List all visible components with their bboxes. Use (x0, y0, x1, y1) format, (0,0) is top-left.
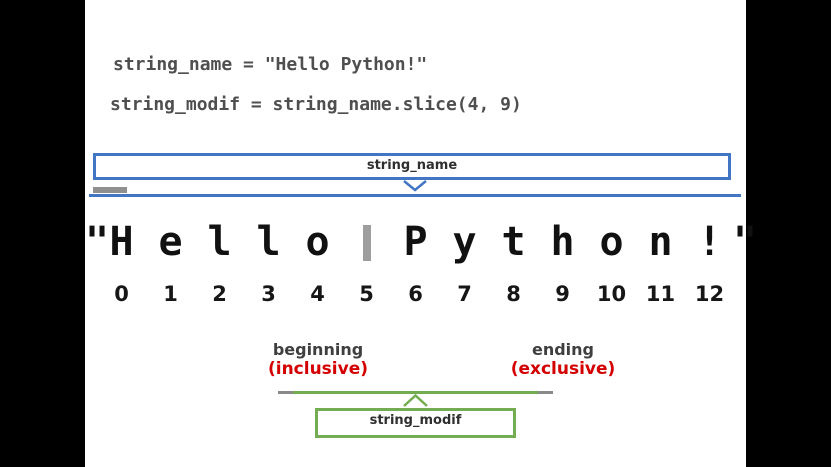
char-cell: t (501, 219, 526, 265)
index-cell: 1 (163, 282, 178, 306)
annotation-start-subtitle: (inclusive) (267, 359, 369, 379)
char-cell: l (256, 219, 281, 265)
slice-box-label: string_modif (369, 413, 462, 428)
char-cell: h (550, 219, 575, 265)
char-cell: y (452, 219, 477, 265)
char-cell: o (599, 219, 624, 265)
index-cell: 11 (645, 282, 676, 306)
underline-accent (93, 187, 127, 193)
index-cell: 2 (212, 282, 227, 306)
annotation-start-title: beginning (272, 340, 364, 359)
annotation-start: beginning (inclusive) (233, 340, 403, 379)
char-cell: n (648, 219, 673, 265)
index-cell: 4 (310, 282, 325, 306)
string-name-box: string_name (93, 153, 731, 180)
arrow-up-icon (403, 394, 428, 407)
slice-underline (293, 391, 538, 394)
char-cell (342, 216, 391, 270)
char-cell: l (207, 219, 232, 265)
annotation-end-subtitle: (exclusive) (510, 359, 616, 379)
index-cell: 8 (506, 282, 521, 306)
open-quote: " (85, 219, 110, 265)
annotation-end: ending (exclusive) (478, 340, 648, 379)
index-cell: 7 (457, 282, 472, 306)
index-cell: 12 (694, 282, 725, 306)
index-cell: 6 (408, 282, 423, 306)
slice-tick-left (278, 391, 293, 394)
arrow-down-icon (403, 180, 427, 192)
index-cell: 9 (555, 282, 570, 306)
char-cell: ! (697, 219, 722, 265)
char-cell: P (403, 219, 428, 265)
index-cell: 10 (596, 282, 627, 306)
code-line-1: string_name = "Hello Python!" (113, 54, 428, 75)
index-cell: 0 (114, 282, 129, 306)
annotation-end-title: ending (531, 340, 595, 359)
space-char-bar (363, 225, 371, 261)
slice-tick-right (538, 391, 553, 394)
string-name-label: string_name (366, 158, 458, 173)
char-cell: o (305, 219, 330, 265)
string-underline (89, 194, 741, 197)
index-cell: 3 (261, 282, 276, 306)
code-line-2: string_modif = string_name.slice(4, 9) (110, 94, 522, 115)
char-cell: e (158, 219, 183, 265)
close-quote: " (733, 219, 758, 265)
diagram-panel: string_name = "Hello Python!" string_mod… (85, 0, 757, 467)
slice-box: string_modif (315, 408, 516, 438)
index-cell: 5 (359, 282, 374, 306)
char-cell: H (109, 219, 134, 265)
